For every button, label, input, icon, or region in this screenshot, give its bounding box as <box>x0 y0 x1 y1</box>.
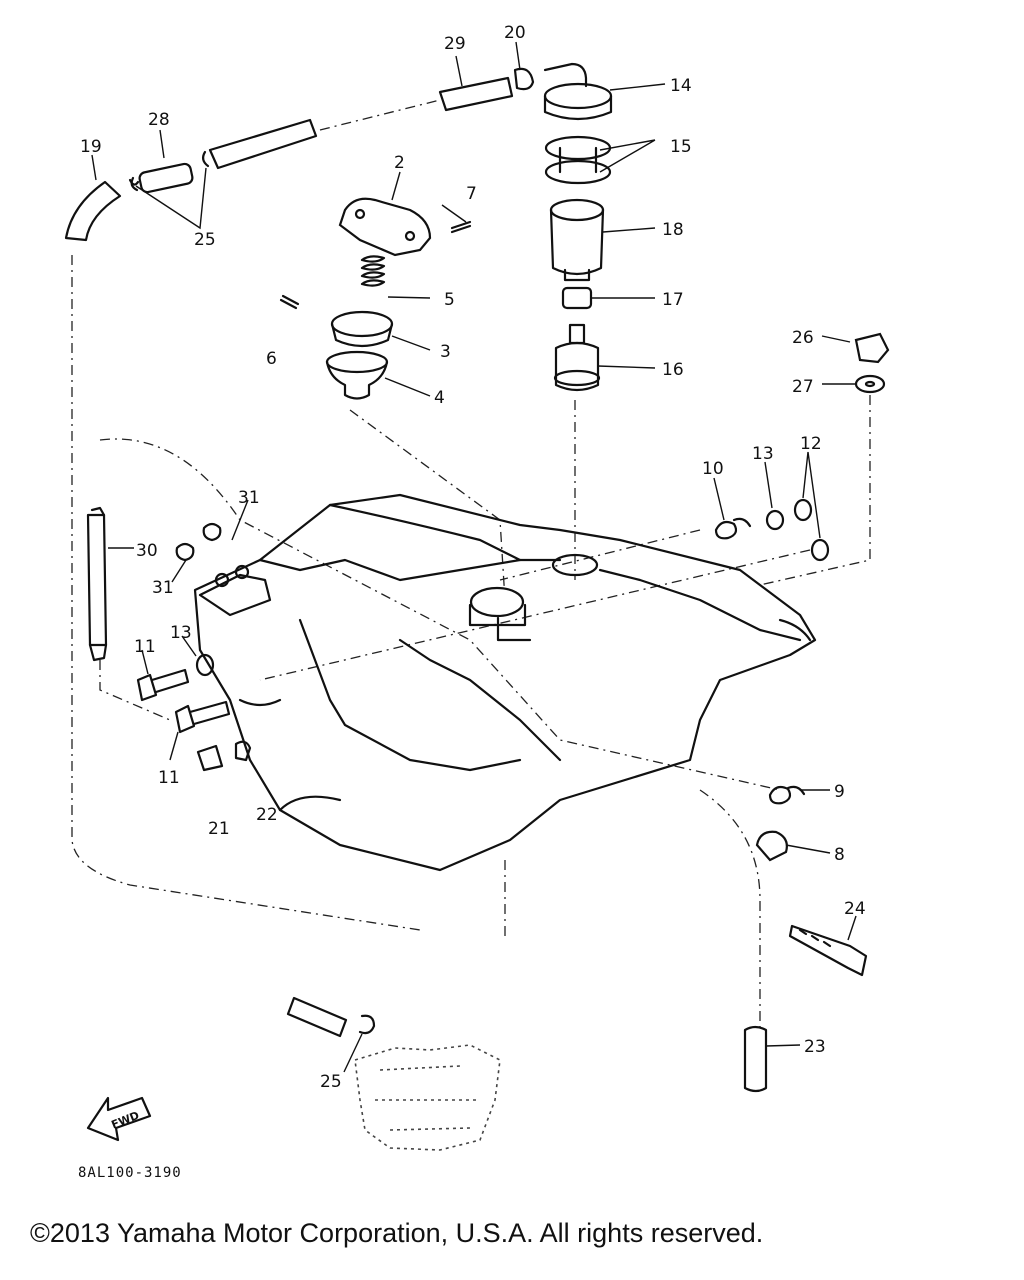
callout-29: 29 <box>444 34 466 54</box>
callout-13-left: 13 <box>170 623 192 643</box>
part-6-pin <box>279 294 300 310</box>
callout-31-upper: 31 <box>238 488 260 508</box>
part-13-washer-left <box>195 653 215 677</box>
parts-diagram: FWD 2 3 4 <box>64 23 890 1151</box>
callout-24: 24 <box>844 899 866 919</box>
carburetor-ghost <box>354 1044 501 1151</box>
callout-27: 27 <box>792 377 814 397</box>
callout-8: 8 <box>834 845 845 865</box>
part-13-washer-right <box>765 509 785 531</box>
callout-10: 10 <box>702 459 724 479</box>
part-25-clips-top <box>130 150 210 192</box>
routing-lines <box>71 99 871 1030</box>
part-3-ring <box>330 310 394 348</box>
part-27-washer <box>854 374 886 394</box>
callout-4: 4 <box>434 388 445 408</box>
callout-18: 18 <box>662 220 684 240</box>
part-5-spring <box>360 255 386 287</box>
callout-28: 28 <box>148 110 170 130</box>
callout-3: 3 <box>440 342 451 362</box>
part-18-housing <box>549 198 605 282</box>
callout-labels: 2 3 4 5 6 7 8 9 10 11 11 12 13 13 14 15 … <box>80 23 866 1092</box>
part-31-clamps <box>175 522 222 562</box>
part-25-clip-lower <box>358 1014 376 1035</box>
callout-16: 16 <box>662 360 684 380</box>
callout-25-bottom: 25 <box>320 1072 342 1092</box>
part-20-clamp <box>513 67 535 91</box>
callout-17: 17 <box>662 290 684 310</box>
callout-13-right: 13 <box>752 444 774 464</box>
leader-lines <box>91 41 857 1073</box>
fwd-label: FWD <box>110 1109 142 1132</box>
callout-2: 2 <box>394 153 405 173</box>
part-8-cap <box>755 830 788 862</box>
callout-12: 12 <box>800 434 822 454</box>
part-9-clip <box>768 785 806 805</box>
part-2-cap <box>338 197 432 257</box>
part-11-bolt-lower <box>174 700 231 734</box>
part-15-bearings <box>544 135 612 185</box>
copyright-notice: ©2013 Yamaha Motor Corporation, U.S.A. A… <box>30 1218 764 1248</box>
part-11-bolt-upper <box>136 668 190 702</box>
part-7-pin <box>450 220 472 234</box>
part-29-hose <box>438 76 514 112</box>
part-12-grommets <box>793 498 830 562</box>
part-17-bushing <box>561 286 593 310</box>
part-23-hose <box>743 1025 768 1093</box>
callout-19: 19 <box>80 137 102 157</box>
callout-31-lower: 31 <box>152 578 174 598</box>
part-14-pump-cap <box>543 62 613 121</box>
callout-26: 26 <box>792 328 814 348</box>
part-21-22-fittings <box>196 740 252 772</box>
callout-22: 22 <box>256 805 278 825</box>
callout-11-lower: 11 <box>158 768 180 788</box>
part-24-strap <box>788 924 868 977</box>
callout-23: 23 <box>804 1037 826 1057</box>
fwd-arrow-icon: FWD <box>86 1096 152 1142</box>
callout-7: 7 <box>466 184 477 204</box>
callout-9: 9 <box>834 782 845 802</box>
part-4-neck <box>325 350 389 400</box>
callout-5: 5 <box>444 290 455 310</box>
part-hose-top <box>208 118 318 170</box>
reference-code: 8AL100-3190 <box>78 1165 182 1181</box>
callout-21: 21 <box>208 819 230 839</box>
fuel-tank <box>193 493 817 872</box>
part-26-nut <box>854 332 890 364</box>
callout-15: 15 <box>670 137 692 157</box>
part-lower-hose <box>286 996 348 1038</box>
callout-25-top: 25 <box>194 230 216 250</box>
callout-6: 6 <box>266 349 277 369</box>
part-10-clip <box>714 517 752 540</box>
part-28-connector <box>128 162 194 194</box>
callout-20: 20 <box>504 23 526 43</box>
part-16-valve <box>553 323 601 392</box>
part-19-hose <box>64 180 122 242</box>
part-30-hose <box>86 506 108 662</box>
callout-30: 30 <box>136 541 158 561</box>
callout-11-upper: 11 <box>134 637 156 657</box>
callout-14: 14 <box>670 76 692 96</box>
